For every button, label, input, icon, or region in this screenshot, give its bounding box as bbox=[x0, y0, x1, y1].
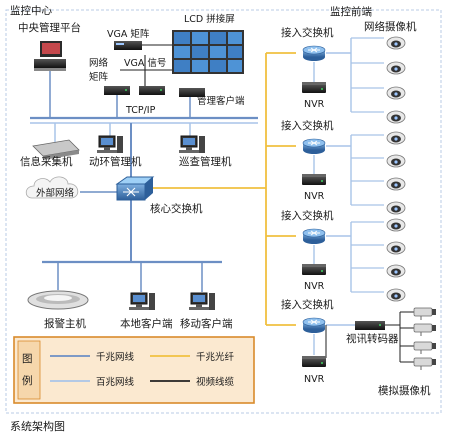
env-manager-icon bbox=[96, 135, 124, 154]
lcd-wall-label: LCD 拼接屏 bbox=[184, 13, 235, 25]
external-net-label: 外部网络 bbox=[36, 187, 75, 199]
vga-matrix-icon bbox=[114, 41, 142, 50]
analog-camera-icon-d bbox=[413, 357, 437, 371]
patrol-manager-icon bbox=[178, 135, 206, 154]
legend-title-2: 例 bbox=[22, 374, 33, 387]
alarm-host-icon bbox=[27, 290, 89, 310]
access-switch-label-3: 接入交换机 bbox=[281, 209, 334, 222]
access-switch-label-1: 接入交换机 bbox=[281, 26, 334, 39]
center-frame bbox=[5, 9, 442, 414]
legend-label-gigabit: 千兆网线 bbox=[96, 351, 135, 363]
monitoring-center-label: 监控中心 bbox=[10, 4, 52, 17]
access-switch-label-4: 接入交换机 bbox=[281, 298, 334, 311]
network-camera-label: 网络摄像机 bbox=[364, 20, 417, 33]
info-collector-icon bbox=[32, 139, 80, 160]
video-encoder-icon bbox=[355, 321, 385, 330]
nvr-icon-4 bbox=[302, 356, 326, 367]
tcpip-label: TCP/IP bbox=[125, 105, 156, 116]
legend-label-fast: 百兆网线 bbox=[96, 376, 135, 388]
central-platform-icon bbox=[34, 41, 66, 71]
patrol-manager-label: 巡查管理机 bbox=[179, 155, 232, 168]
core-switch-icon bbox=[115, 176, 155, 201]
legend: 图 例 千兆网线 千兆光纤 百兆网线 视频线缆 bbox=[13, 336, 255, 404]
central-platform-label: 中央管理平台 bbox=[18, 21, 81, 34]
camera-icon-3c bbox=[386, 264, 406, 278]
lcd-wall-icon bbox=[172, 30, 244, 74]
monitoring-frontend-label: 监控前端 bbox=[330, 5, 372, 18]
network-matrix-label-2: 矩阵 bbox=[89, 71, 109, 83]
legend-label-fiber: 千兆光纤 bbox=[196, 351, 235, 363]
analog-camera-icon-c bbox=[413, 341, 437, 355]
cloud-icon bbox=[25, 176, 79, 199]
mobile-client-label: 移动客户端 bbox=[180, 317, 233, 330]
analog-camera-icon-a bbox=[413, 307, 437, 321]
nvr-label-1: NVR bbox=[304, 99, 325, 110]
camera-icon-2b bbox=[386, 154, 406, 168]
access-switch-icon-2 bbox=[302, 138, 326, 155]
camera-icon-1b bbox=[386, 61, 406, 75]
camera-icon-1d bbox=[386, 110, 406, 124]
nvr-icon-1 bbox=[302, 82, 326, 93]
access-switch-label-2: 接入交换机 bbox=[281, 119, 334, 132]
legend-title: 图 bbox=[22, 353, 33, 365]
camera-icon-3a bbox=[386, 218, 406, 232]
nvr-icon-2 bbox=[302, 174, 326, 185]
info-collector-label: 信息采集机 bbox=[20, 155, 73, 168]
camera-icon-2c bbox=[386, 177, 406, 191]
mgmt-client-device-icon bbox=[179, 88, 205, 97]
access-switch-icon-3 bbox=[302, 228, 326, 245]
analog-camera-label: 模拟摄像机 bbox=[378, 384, 431, 397]
camera-icon-3d bbox=[386, 288, 406, 302]
local-client-label: 本地客户端 bbox=[120, 317, 173, 330]
camera-icon-1c bbox=[386, 86, 406, 100]
core-switch-label: 核心交换机 bbox=[150, 202, 203, 215]
nvr-label-2: NVR bbox=[304, 191, 325, 202]
camera-icon-1a bbox=[386, 36, 406, 50]
frontend-branches bbox=[313, 37, 414, 363]
nvr-icon-3 bbox=[302, 264, 326, 275]
network-matrix-label: 网络 bbox=[89, 57, 109, 69]
network-matrix-icon bbox=[104, 86, 130, 95]
legend-label-video: 视频线缆 bbox=[196, 376, 235, 388]
nvr-label-4: NVR bbox=[304, 374, 325, 385]
diagram-caption: 系统架构图 bbox=[10, 419, 65, 433]
mgmt-client-label: 管理客户端 bbox=[197, 95, 245, 107]
local-client-icon bbox=[128, 292, 156, 311]
alarm-host-label: 报警主机 bbox=[44, 317, 86, 330]
env-manager-label: 动环管理机 bbox=[89, 155, 142, 168]
nvr-label-3: NVR bbox=[304, 281, 325, 292]
camera-icon-2a bbox=[386, 131, 406, 145]
camera-icon-2d bbox=[386, 201, 406, 215]
camera-icon-3b bbox=[386, 241, 406, 255]
vga-signal-label: VGA 信号 bbox=[124, 57, 166, 69]
decoder-icon bbox=[139, 86, 165, 95]
vga-matrix-label: VGA 矩阵 bbox=[107, 28, 150, 40]
mobile-client-icon bbox=[188, 292, 216, 311]
access-switch-icon-4 bbox=[302, 317, 326, 334]
access-switch-icon-1 bbox=[302, 45, 326, 62]
analog-camera-icon-b bbox=[413, 323, 437, 337]
video-encoder-label: 视讯转码器 bbox=[346, 332, 399, 345]
